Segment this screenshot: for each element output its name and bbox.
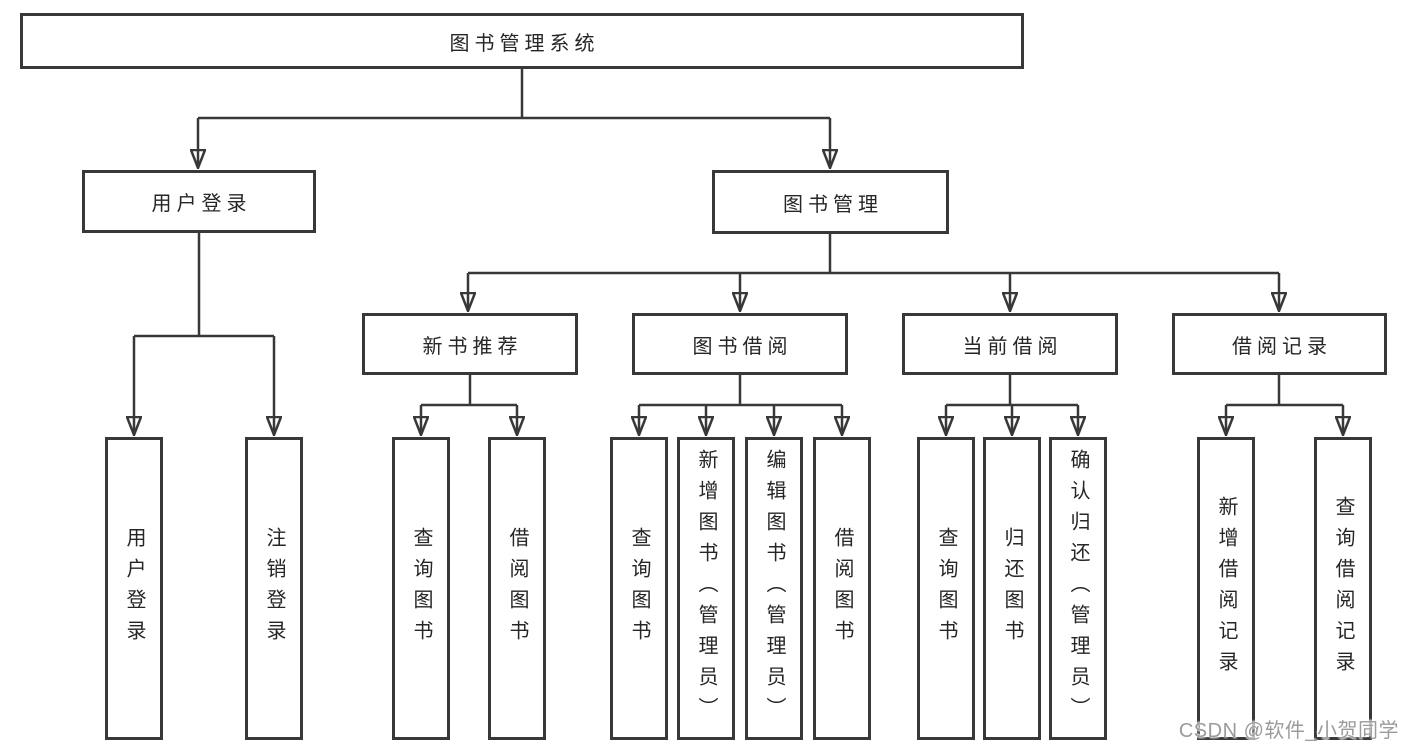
leaf-label: 借阅图书 xyxy=(831,526,853,651)
node-library-management-system: 图书管理系统 xyxy=(20,13,1024,69)
node-book-management: 图书管理 xyxy=(712,170,949,234)
leaf-label: 注销登录 xyxy=(263,526,285,651)
node-borrow-record: 借阅记录 xyxy=(1172,313,1387,375)
leaf-logout: 注销登录 xyxy=(245,437,303,740)
leaf-query-book-borrow: 查询图书 xyxy=(610,437,668,740)
leaf-label: 确认归还（管理员） xyxy=(1067,449,1089,728)
node-label: 新书推荐 xyxy=(422,335,523,358)
node-label: 图书管理系统 xyxy=(449,32,600,55)
leaf-label: 用户登录 xyxy=(123,526,145,651)
leaf-query-borrow-record: 查询借阅记录 xyxy=(1314,437,1372,740)
node-label: 当前借阅 xyxy=(962,335,1063,358)
node-new-book-recommend: 新书推荐 xyxy=(362,313,578,375)
node-label: 图书借阅 xyxy=(692,335,793,358)
node-label: 借阅记录 xyxy=(1232,335,1332,358)
csdn-watermark: CSDN @软件_小贺同学 xyxy=(1178,720,1399,742)
leaf-query-book-current: 查询图书 xyxy=(917,437,975,740)
leaf-borrow-book-recommend: 借阅图书 xyxy=(488,437,546,740)
leaf-label: 查询图书 xyxy=(628,526,650,651)
leaf-label: 查询图书 xyxy=(935,526,957,651)
leaf-add-borrow-record: 新增借阅记录 xyxy=(1197,437,1255,740)
leaf-label: 新增借阅记录 xyxy=(1215,495,1237,682)
leaf-edit-book-admin: 编辑图书（管理员） xyxy=(745,437,803,740)
node-current-borrow: 当前借阅 xyxy=(902,313,1118,375)
leaf-label: 归还图书 xyxy=(1001,526,1023,651)
node-book-borrow: 图书借阅 xyxy=(632,313,848,375)
leaf-label: 查询借阅记录 xyxy=(1332,495,1354,682)
leaf-borrow-book: 借阅图书 xyxy=(813,437,871,740)
leaf-label: 查询图书 xyxy=(410,526,432,651)
leaf-confirm-return-admin: 确认归还（管理员） xyxy=(1049,437,1107,740)
node-label: 用户登录 xyxy=(151,193,252,215)
leaf-label: 借阅图书 xyxy=(506,526,528,651)
leaf-query-book-recommend: 查询图书 xyxy=(392,437,450,740)
node-user-login: 用户登录 xyxy=(82,170,316,233)
leaf-label: 新增图书（管理员） xyxy=(695,449,717,728)
leaf-return-book: 归还图书 xyxy=(983,437,1041,740)
leaf-user-login: 用户登录 xyxy=(105,437,163,740)
leaf-add-book-admin: 新增图书（管理员） xyxy=(677,437,735,740)
leaf-label: 编辑图书（管理员） xyxy=(763,449,785,728)
node-label: 图书管理 xyxy=(783,193,883,216)
